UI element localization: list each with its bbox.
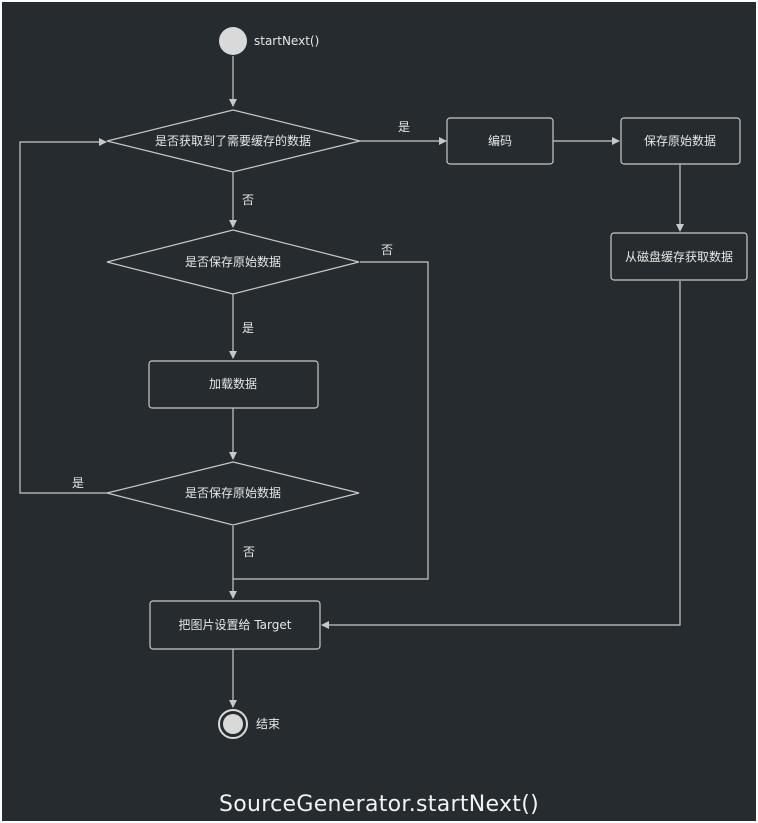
end-node-inner — [223, 714, 243, 734]
process-save-source-label: 保存原始数据 — [644, 133, 716, 148]
process-load-data — [148, 360, 319, 409]
diagram-caption: SourceGenerator.startNext() — [218, 792, 539, 817]
edge-label-yes-load: 是 — [242, 321, 254, 335]
decision-save-source-2 — [106, 461, 360, 526]
process-disk-cache — [610, 232, 748, 281]
end-label: 结束 — [256, 717, 280, 731]
edge-label-yes-encode: 是 — [398, 120, 410, 134]
start-label: startNext() — [254, 34, 319, 48]
process-load-data-label: 加载数据 — [209, 376, 257, 391]
decision-cached-data — [106, 109, 361, 173]
start-node — [219, 27, 247, 55]
decision-save-source-1-label: 是否保存原始数据 — [185, 254, 281, 269]
process-disk-cache-label: 从磁盘缓存获取数据 — [625, 249, 733, 264]
decision-cached-data-label: 是否获取到了需要缓存的数据 — [155, 133, 311, 148]
process-encode — [446, 117, 554, 165]
decision-save-source-1 — [106, 229, 360, 295]
process-save-source — [620, 117, 741, 165]
process-encode-label: 编码 — [488, 133, 512, 148]
edge-decision2-no-to-set-target — [233, 261, 429, 580]
edge-decision3-yes-loop — [19, 138, 107, 494]
process-set-target — [149, 600, 321, 650]
edge-disk-cache-to-set-target — [321, 281, 681, 629]
edge-label-yes-loop: 是 — [72, 476, 84, 490]
edges — [19, 56, 684, 708]
process-set-target-label: 把图片设置给 Target — [179, 618, 292, 632]
edge-label-no-decision3: 否 — [243, 545, 255, 559]
edge-label-no-decision1: 否 — [242, 193, 254, 207]
decision-save-source-2-label: 是否保存原始数据 — [185, 485, 281, 500]
edge-label-no-decision2: 否 — [381, 243, 393, 257]
